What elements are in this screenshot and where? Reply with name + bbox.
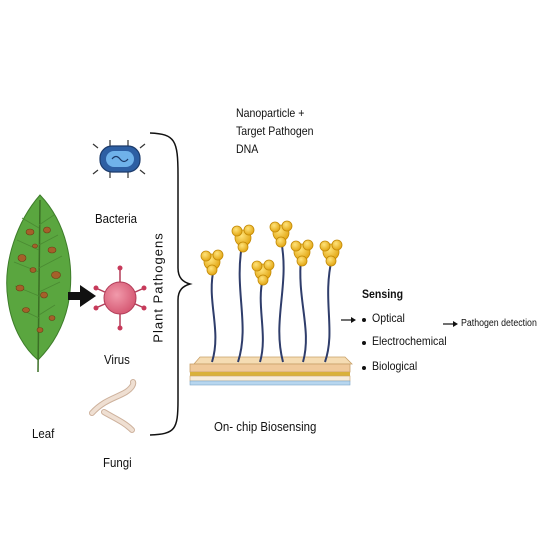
plant-pathogens-label: Plant Pathogens [150, 232, 166, 343]
nanoparticle [231, 224, 255, 253]
sensing-bullet [362, 366, 366, 370]
nanoparticle [269, 220, 293, 248]
nanoparticle [319, 239, 343, 267]
nanoparticle-label-line3: DNA [236, 142, 259, 156]
nanoparticle-label-line1: Nanoparticle + [236, 106, 305, 120]
sensing-title: Sensing [362, 287, 404, 301]
leaf-label: Leaf [32, 426, 55, 441]
biosensor-chip [189, 356, 353, 386]
virus-icon [93, 265, 147, 331]
nanoparticles [200, 220, 343, 286]
virus-label: Virus [104, 352, 130, 367]
leaf-to-pathogen-arrow [68, 285, 96, 307]
sensing-item-optical: Optical [372, 311, 405, 325]
dna-strands [210, 239, 333, 363]
chip-to-sensing-arrow [341, 317, 356, 323]
sensing-bullet [362, 341, 366, 345]
fungi-icon [89, 379, 137, 433]
fungi-label: Fungi [103, 455, 132, 470]
pathogen-detection-label: Pathogen detection [461, 318, 537, 329]
leaf-spots [15, 226, 61, 333]
sensing-bullet [362, 318, 366, 322]
leaf-illustration [6, 194, 72, 373]
nanoparticle [251, 259, 275, 286]
pathogen-bracket [149, 132, 193, 436]
sensing-item-biological: Biological [372, 359, 418, 373]
sensing-to-detection-arrow [443, 321, 458, 327]
sensing-item-electrochemical: Electrochemical [372, 334, 447, 348]
bacteria-label: Bacteria [95, 211, 137, 226]
bacteria-icon [92, 140, 146, 178]
on-chip-biosensing-label: On- chip Biosensing [214, 419, 317, 434]
nanoparticle-label-line2: Target Pathogen [236, 124, 314, 138]
nanoparticle [290, 239, 314, 267]
nanoparticle [200, 249, 224, 276]
